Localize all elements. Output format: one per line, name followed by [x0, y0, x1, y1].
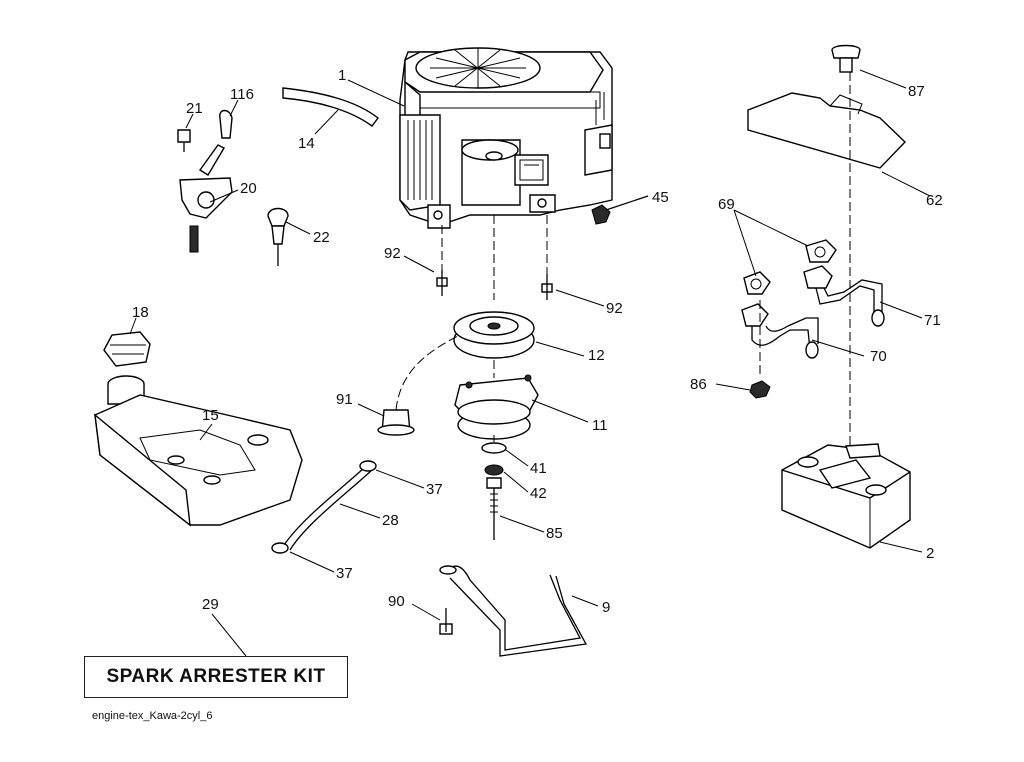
- callout-41: 41: [530, 460, 547, 477]
- callout-69: 69: [718, 196, 735, 213]
- muffler-drawing: [781, 443, 911, 549]
- fuel-tank-drawing: [94, 331, 303, 527]
- callout-85: 85: [546, 525, 563, 542]
- callout-20: 20: [240, 180, 257, 197]
- callout-86: 86: [690, 376, 707, 393]
- callout-18: 18: [132, 304, 149, 321]
- callout-2: 2: [926, 545, 934, 562]
- heat-shield-drawing: [747, 44, 906, 169]
- callout-labels: 1 116 21 14 20 22 87 62 45 69 92 92 71 1…: [132, 67, 943, 616]
- throttle-control-drawing: [177, 109, 289, 266]
- callout-91: 91: [336, 391, 353, 408]
- callout-90: 90: [388, 593, 405, 610]
- callout-29: 29: [202, 596, 219, 613]
- callout-22: 22: [313, 229, 330, 246]
- fitting-45-drawing: [591, 195, 649, 225]
- spark-arrester-kit-box: SPARK ARRESTER KIT: [84, 656, 348, 698]
- callout-12: 12: [588, 347, 605, 364]
- fuel-hose-drawing: [271, 460, 377, 554]
- callout-42: 42: [530, 485, 547, 502]
- callout-15: 15: [202, 407, 219, 424]
- callout-21: 21: [186, 100, 203, 117]
- callout-62: 62: [926, 192, 943, 209]
- engine-drawing: [399, 47, 613, 229]
- leader-lines: [129, 69, 931, 657]
- callout-28: 28: [382, 512, 399, 529]
- callout-9: 9: [602, 599, 610, 616]
- callout-11: 11: [592, 417, 608, 434]
- callout-71: 71: [924, 312, 941, 329]
- fuel-line-hose: [282, 87, 379, 127]
- callout-92-right: 92: [606, 300, 623, 317]
- bracket-drawing: [439, 565, 588, 657]
- pto-clutch-drawing: [453, 311, 539, 540]
- callout-45: 45: [652, 189, 669, 206]
- assembly-axes: [441, 72, 851, 445]
- exhaust-pipes-drawing: [741, 239, 885, 399]
- callout-70: 70: [870, 348, 887, 365]
- callout-87: 87: [908, 83, 925, 100]
- spark-arrester-kit-label: SPARK ARRESTER KIT: [106, 666, 326, 687]
- bolt-92-drawing: [436, 270, 553, 300]
- drawing-id: engine-tex_Kawa-2cyl_6: [92, 710, 213, 722]
- callout-14: 14: [298, 135, 315, 152]
- callout-116: 116: [230, 86, 254, 103]
- callout-1: 1: [338, 67, 346, 84]
- callout-37-bottom: 37: [336, 565, 353, 582]
- callout-92-left: 92: [384, 245, 401, 262]
- callout-37-top: 37: [426, 481, 443, 498]
